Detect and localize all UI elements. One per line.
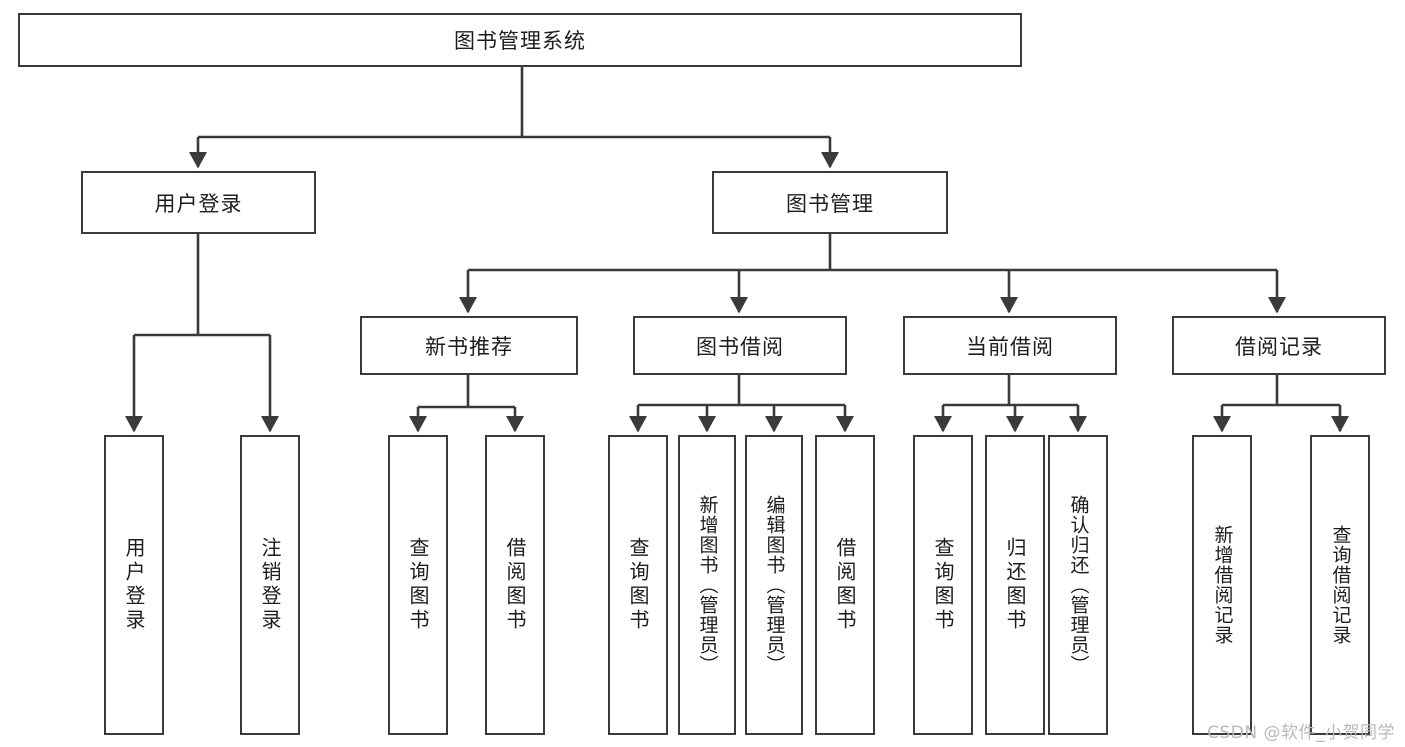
leaf-borrow-book-1-label: 借阅图书	[503, 537, 527, 633]
node-book-manage[interactable]: 图书管理	[712, 171, 948, 234]
leaf-confirm-return-admin-label: 确认归还（管理员）	[1067, 495, 1090, 675]
node-current-borrow-label: 当前借阅	[966, 334, 1054, 359]
leaf-user-login[interactable]: 用户登录	[104, 435, 164, 735]
node-root-label: 图书管理系统	[454, 29, 586, 53]
node-book-manage-label: 图书管理	[786, 191, 874, 216]
leaf-query-book-2-label: 查询图书	[626, 537, 650, 633]
leaf-query-book-3-label: 查询图书	[931, 537, 955, 633]
leaf-borrow-book-2-label: 借阅图书	[833, 537, 857, 633]
node-user-login-label: 用户登录	[154, 191, 243, 216]
leaf-edit-book-admin-label: 编辑图书（管理员）	[763, 495, 786, 675]
watermark: CSDN @软件_小贺同学	[1207, 723, 1395, 743]
leaf-add-book-admin[interactable]: 新增图书（管理员）	[678, 435, 736, 735]
leaf-add-record-label: 新增借阅记录	[1211, 525, 1234, 645]
leaf-borrow-book-2[interactable]: 借阅图书	[815, 435, 875, 735]
leaf-query-record-label: 查询借阅记录	[1329, 525, 1352, 645]
node-borrow-record[interactable]: 借阅记录	[1172, 316, 1386, 375]
leaf-query-book-3[interactable]: 查询图书	[913, 435, 973, 735]
leaf-add-record[interactable]: 新增借阅记录	[1192, 435, 1252, 735]
leaf-borrow-book-1[interactable]: 借阅图书	[485, 435, 545, 735]
leaf-query-book-2[interactable]: 查询图书	[608, 435, 668, 735]
leaf-user-login-label: 用户登录	[122, 537, 146, 633]
node-root[interactable]: 图书管理系统	[18, 13, 1022, 67]
leaf-return-book-label: 归还图书	[1003, 537, 1027, 633]
leaf-logout[interactable]: 注销登录	[240, 435, 300, 735]
node-new-book-rec-label: 新书推荐	[425, 334, 513, 359]
leaf-query-book-1-label: 查询图书	[406, 537, 430, 633]
node-book-borrow[interactable]: 图书借阅	[633, 316, 847, 375]
leaf-confirm-return-admin[interactable]: 确认归还（管理员）	[1048, 435, 1108, 735]
leaf-logout-label: 注销登录	[258, 537, 282, 633]
node-user-login[interactable]: 用户登录	[81, 171, 316, 234]
node-new-book-rec[interactable]: 新书推荐	[360, 316, 578, 375]
node-current-borrow[interactable]: 当前借阅	[903, 316, 1117, 375]
leaf-query-book-1[interactable]: 查询图书	[388, 435, 448, 735]
leaf-query-record[interactable]: 查询借阅记录	[1310, 435, 1370, 735]
leaf-edit-book-admin[interactable]: 编辑图书（管理员）	[745, 435, 803, 735]
node-book-borrow-label: 图书借阅	[696, 334, 784, 359]
leaf-return-book[interactable]: 归还图书	[985, 435, 1045, 735]
leaf-add-book-admin-label: 新增图书（管理员）	[696, 495, 719, 675]
node-borrow-record-label: 借阅记录	[1235, 334, 1323, 359]
